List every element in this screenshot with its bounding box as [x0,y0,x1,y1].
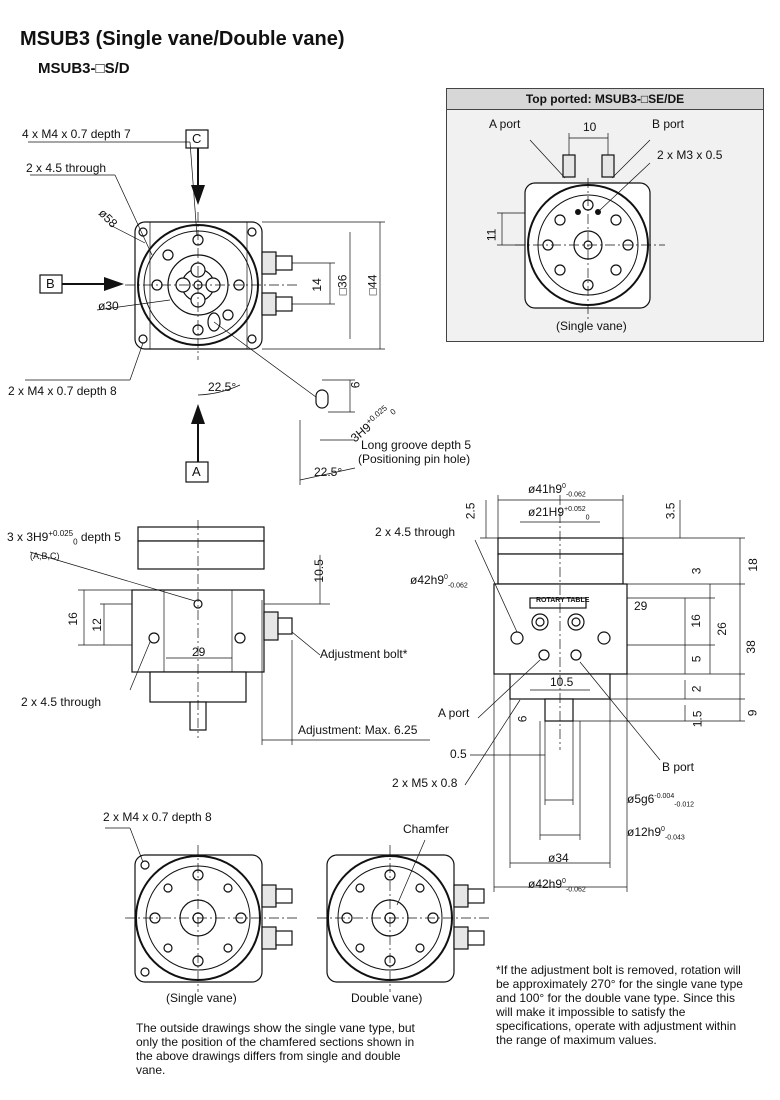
rv-d34: ø34 [548,851,569,865]
rv-dim-38: 38 [743,640,758,654]
rv-d5-up: -0.004 [654,793,675,800]
rv-dim-18: 18 [745,558,760,572]
rv-d5-lo: -0.012 [674,801,695,809]
sv-hole-fit-label: 3 x 3H9+0.0250 depth 5 [7,529,121,547]
rv-dim-3-5: 3.5 [663,502,678,520]
fv-groove-note-1: Long groove depth 5 [361,438,472,452]
sv-dim-12: 12 [89,618,104,632]
fv-angle-1: 22.5° [208,380,237,394]
rv-d42b: ø42h90-0.062 [528,877,586,894]
rv-d12: ø12h90-0.043 [627,825,685,842]
bv-caption-double: Double vane) [351,991,423,1005]
rv-d42-lo: -0.062 [447,582,468,590]
fv-view-b: B [46,276,55,291]
rv-dim-16: 16 [688,614,703,628]
fv-dim-44: □44 [365,274,380,296]
fv-dim-36: □36 [335,274,350,296]
bottom-view-double-drawing [317,839,492,992]
sv-hole-tol-lo: 0 [73,537,78,547]
fv-groove-width: 6 [348,381,363,389]
note-outside-drawings: The outside drawings show the single van… [136,1021,415,1077]
fv-groove-note-2: (Positioning pin hole) [358,452,471,466]
rv-dim-10-5: 10.5 [550,675,574,689]
front-view-drawing [25,129,385,485]
rv-dim-5: 5 [689,655,704,663]
rv-dim-6: 6 [515,715,530,723]
rv-b-port-label: B port [662,760,695,774]
top-ported-heading: Top ported: MSUB3-□SE/DE [447,89,763,110]
rv-dim-26: 26 [714,622,729,636]
rv-a-port-label: A port [438,706,470,720]
bv-tap-label: 2 x M4 x 0.7 depth 8 [103,810,212,824]
tp-b-port-label: B port [652,117,685,131]
rv-d21-lo: 0 [585,514,590,522]
rv-dim-9: 9 [745,709,760,717]
bv-caption-single: (Single vane) [166,991,237,1005]
rv-dim-2: 2 [689,685,704,693]
fv-tap-bottom-label: 2 x M4 x 0.7 depth 8 [8,384,117,398]
bv-chamfer-label: Chamfer [403,822,450,836]
rv-nameplate: ROTARY TABLE [536,597,590,604]
rv-d41-lo: -0.062 [565,491,586,499]
fv-dim-14: 14 [309,278,324,292]
bottom-view-single-drawing [105,827,300,992]
sv-hole-depth: depth 5 [80,530,121,544]
fv-view-a: A [192,464,201,479]
rv-d21: ø21H9+0.0520 [528,505,590,522]
rv-d42: ø42h90-0.062 [410,573,468,590]
rv-d42b-text: ø42h9 [528,877,563,891]
sv-hole-fit-text: 3 x 3H9 [7,530,49,544]
rv-through-label: 2 x 4.5 through [375,525,456,539]
sv-hole-tol-up: +0.025 [48,529,74,538]
rv-d5-text: ø5g6 [627,792,655,806]
side-view-drawing [29,520,430,745]
sv-dim-29: 29 [192,645,206,659]
fv-through-label: 2 x 4.5 through [26,161,107,175]
sv-dim-10-5: 10.5 [311,559,326,583]
tp-a-port-label: A port [489,117,521,131]
rv-d5: ø5g6-0.004-0.012 [627,792,695,809]
sv-through-label: 2 x 4.5 through [21,695,102,709]
page-title: MSUB3 (Single vane/Double vane) [20,28,345,50]
rv-d42b-lo: -0.062 [565,886,586,894]
rv-d41-up: 0 [562,483,566,490]
rv-d21-up: +0.052 [564,506,586,513]
note-adjustment-bolt: *If the adjustment bolt is removed, rota… [496,963,743,1047]
right-view-drawing [464,495,745,892]
fv-angle-2: 22.5° [314,465,343,479]
rv-dim-1-5: 1.5 [690,710,705,728]
rv-d12-lo: -0.043 [664,834,685,842]
rv-d12-text: ø12h9 [627,825,662,839]
rv-dim-3: 3 [689,567,704,575]
fv-view-c: C [192,131,202,146]
rv-d42b-up: 0 [562,878,566,885]
rv-d42-text: ø42h9 [410,573,445,587]
rv-d42-up: 0 [444,574,448,581]
rv-d21-text: ø21H9 [528,505,565,519]
sv-dim-16: 16 [65,612,80,626]
rv-dim-29: 29 [634,599,648,613]
sv-adj-max-label: Adjustment: Max. 6.25 [298,723,418,737]
tp-thread-label: 2 x M3 x 0.5 [657,148,723,162]
rv-thread-label: 2 x M5 x 0.8 [392,776,458,790]
sv-hole-datums: (A,B,C) [30,551,60,561]
tp-dim-10: 10 [583,120,597,134]
sv-adj-bolt-label: Adjustment bolt* [320,647,408,661]
model-subtitle: MSUB3-□S/D [38,60,130,77]
rv-dim-0-5: 0.5 [450,747,467,761]
fv-dia30: ø30 [98,299,119,313]
top-ported-drawing [497,133,665,320]
fv-tap-top-label: 4 x M4 x 0.7 depth 7 [22,127,131,141]
tp-dim-11: 11 [484,228,499,242]
rv-d12-up: 0 [661,826,665,833]
rv-d41: ø41h90-0.062 [528,482,586,499]
tp-caption: (Single vane) [556,319,627,333]
rv-dim-2-5: 2.5 [463,502,478,520]
rv-d41-text: ø41h9 [528,482,563,496]
